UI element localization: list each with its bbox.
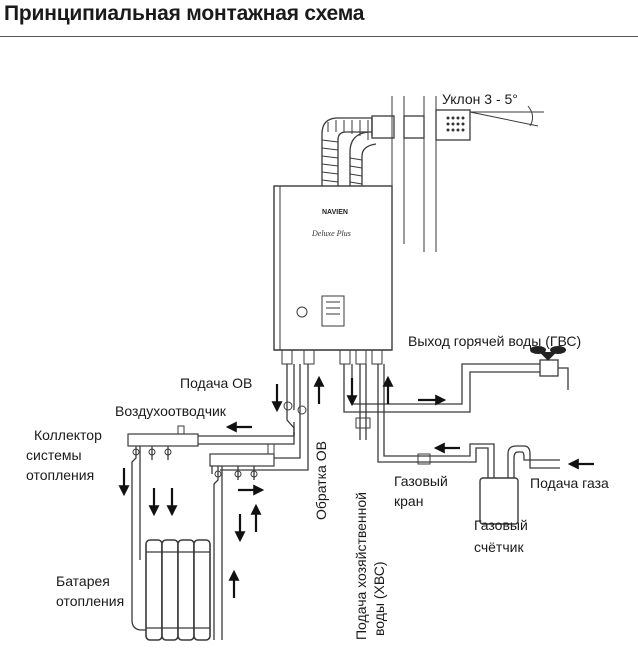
- gas-meter-label-line1: Газовый: [474, 517, 528, 533]
- gas-valve-label-line2: кран: [394, 493, 423, 509]
- cold-water-label-line2: воды (ХВС): [371, 561, 387, 636]
- cold-water-pipe: [355, 364, 371, 440]
- title-divider: [0, 36, 638, 37]
- slope-label: Уклон 3 - 5°: [442, 91, 518, 107]
- collector-label-line3: отопления: [26, 467, 94, 483]
- collector-label-line1: Коллектор: [34, 427, 102, 443]
- gas-meter-icon: [479, 477, 519, 525]
- radiator: [131, 539, 211, 641]
- control-panel: [321, 295, 345, 327]
- gas-pipe: [377, 364, 560, 482]
- hot-water-out-label: Выход горячей воды (ГВС): [408, 333, 581, 349]
- flue-terminal-grille: [446, 116, 465, 132]
- radiator-label-line1: Батарея: [56, 573, 110, 589]
- gas-supply-label: Подача газа: [530, 475, 609, 491]
- cold-water-label-line1: Подача хозяйственной: [353, 492, 369, 640]
- boiler-model: Deluxe Plus: [311, 229, 351, 238]
- gas-valve-icon: [417, 453, 431, 465]
- gas-valve-label-line1: Газовый: [394, 473, 448, 489]
- heating-collector-secondary: [209, 443, 275, 640]
- return-heating-label: Обратка ОВ: [313, 441, 329, 520]
- page-title: Принципиальная монтажная схема: [4, 2, 365, 25]
- wall: [391, 96, 437, 252]
- radiator-label-line2: отопления: [56, 593, 124, 609]
- gas-meter-label-line2: счётчик: [474, 539, 524, 555]
- heating-collector: [127, 425, 199, 560]
- flue-pipe: [321, 109, 471, 186]
- boiler-connections: [281, 349, 383, 365]
- collector-label-line2: системы: [26, 447, 82, 463]
- supply-heating-label: Подача ОВ: [180, 375, 252, 391]
- boiler-brand: NAVIEN: [322, 209, 348, 216]
- slope-indicator: [469, 105, 544, 127]
- boiler: [273, 185, 393, 351]
- air-vent-label: Воздухоотводчик: [115, 403, 227, 419]
- pressure-gauge-icon: [296, 306, 308, 318]
- flow-arrows: [118, 375, 594, 598]
